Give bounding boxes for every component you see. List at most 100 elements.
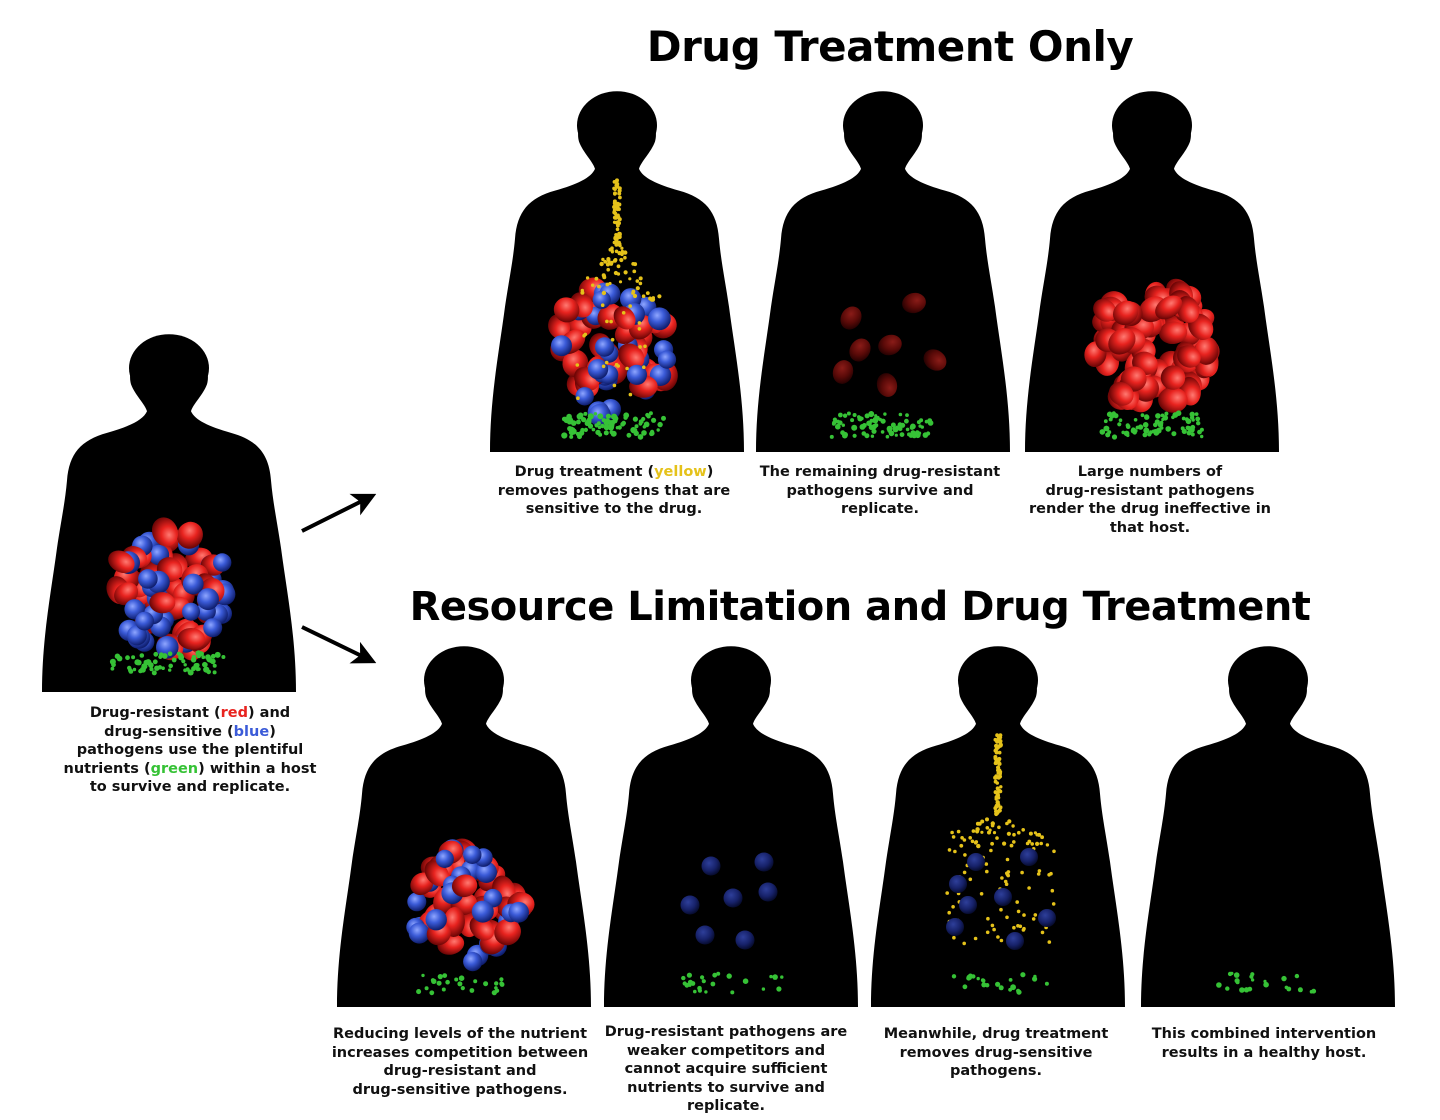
drug-particle (610, 260, 614, 265)
sensitive-pathogen (1020, 848, 1038, 866)
nutrient-particle (1111, 434, 1118, 440)
nutrient-particle (910, 423, 916, 430)
nutrient-particle (445, 979, 450, 985)
sensitive-pathogen (203, 618, 223, 638)
nutrient-particle (962, 984, 968, 990)
nutrient-particle (657, 421, 663, 428)
nutrient-particle (441, 987, 446, 992)
nutrient-particle (1008, 978, 1013, 982)
drug-particle (998, 733, 1003, 737)
drug-particle (612, 180, 617, 184)
host-combined-1 (337, 646, 591, 1007)
nutrient-particle (927, 418, 933, 423)
nutrient-particle (591, 427, 596, 432)
sensitive-pathogen (680, 895, 700, 915)
nutrient-particle (1133, 418, 1138, 422)
nutrient-particle (570, 426, 574, 430)
nutrient-particle (842, 413, 848, 418)
nutrient-particle (1125, 424, 1131, 430)
silhouette-torso (871, 662, 1125, 1007)
nutrient-particle (171, 657, 177, 663)
nutrient-particle (880, 430, 885, 434)
host-combined-3 (871, 646, 1125, 1007)
nutrient-particle (712, 972, 718, 978)
drug-particle (951, 835, 956, 839)
drug-particle (990, 923, 995, 928)
nutrient-particle (681, 975, 686, 981)
nutrient-particle (454, 977, 459, 982)
nutrient-particle (1195, 416, 1201, 422)
silhouette-torso (337, 662, 591, 1007)
drug-particle (968, 836, 972, 840)
resistant-pathogen (618, 343, 645, 370)
nutrient-particle (899, 432, 905, 437)
drug-particle (1028, 831, 1033, 836)
drug-particle (614, 204, 618, 209)
nutrient-particle (631, 429, 635, 434)
drug-particle (1016, 909, 1021, 914)
nutrient-particle (469, 988, 475, 993)
caption-combined-2: Drug-resistant pathogens are weaker comp… (604, 1024, 848, 1114)
drug-particle (1035, 841, 1040, 847)
nutrient-particle (566, 413, 572, 420)
nutrient-particle (1189, 411, 1195, 417)
nutrient-particle (183, 663, 187, 667)
drug-particle (989, 848, 993, 853)
nutrient-particle (868, 411, 875, 417)
drug-particle (1040, 835, 1044, 840)
drug-particle (580, 290, 585, 295)
title-drug-treatment-only: Drug Treatment Only (646, 22, 1134, 71)
nutrient-particle (203, 662, 208, 667)
drug-particle (621, 311, 626, 315)
drug-particle (997, 788, 1002, 793)
silhouette-torso (490, 107, 744, 452)
drug-particle (610, 337, 615, 342)
nutrient-particle (1117, 422, 1122, 427)
resistant-pathogen (553, 297, 580, 323)
nutrient-particle (623, 412, 630, 419)
nutrient-particle (874, 423, 879, 428)
drug-particle (997, 761, 1002, 766)
silhouette-head (577, 91, 657, 160)
nutrient-particle (110, 666, 115, 671)
host-drug-only-1 (490, 91, 744, 452)
sensitive-pathogen (594, 337, 615, 357)
drug-particle (994, 760, 999, 765)
nutrient-particle (569, 434, 574, 439)
drug-particle (970, 839, 975, 844)
drug-particle (1006, 831, 1012, 836)
nutrient-particle (1250, 972, 1255, 977)
nutrient-particle (922, 432, 929, 438)
drug-particle (608, 281, 612, 286)
nutrient-particle (1181, 416, 1186, 421)
nutrient-particle (916, 420, 921, 425)
drug-particle (604, 360, 609, 365)
resistant-pathogen (1093, 298, 1117, 322)
nutrient-particle (593, 412, 598, 416)
drug-particle (1015, 900, 1019, 904)
drug-particle (617, 202, 622, 207)
sensitive-pathogen (435, 849, 454, 869)
drug-particle (997, 750, 1002, 755)
silhouette-head (424, 646, 504, 715)
nutrient-particle (168, 668, 172, 672)
nutrient-particle (1233, 972, 1240, 978)
nutrient-particle (494, 981, 499, 986)
sensitive-pathogen (213, 553, 232, 572)
nutrient-particle (951, 974, 957, 979)
drug-particle (575, 363, 580, 367)
drug-particle (1005, 915, 1009, 920)
drug-particle (617, 191, 622, 196)
nutrient-particle (920, 425, 924, 429)
drug-particle (1039, 841, 1043, 846)
nutrient-particle (603, 424, 610, 431)
drug-particle (642, 365, 646, 370)
drug-particle (1012, 832, 1016, 837)
nutrient-particle (494, 988, 500, 993)
sensitive-pathogen (575, 387, 594, 406)
caption-combined-3: Meanwhile, drug treatment removes drug-s… (883, 1026, 1109, 1079)
nutrient-particle (605, 413, 612, 419)
nutrient-particle (606, 419, 612, 425)
nutrient-particle (429, 990, 435, 996)
